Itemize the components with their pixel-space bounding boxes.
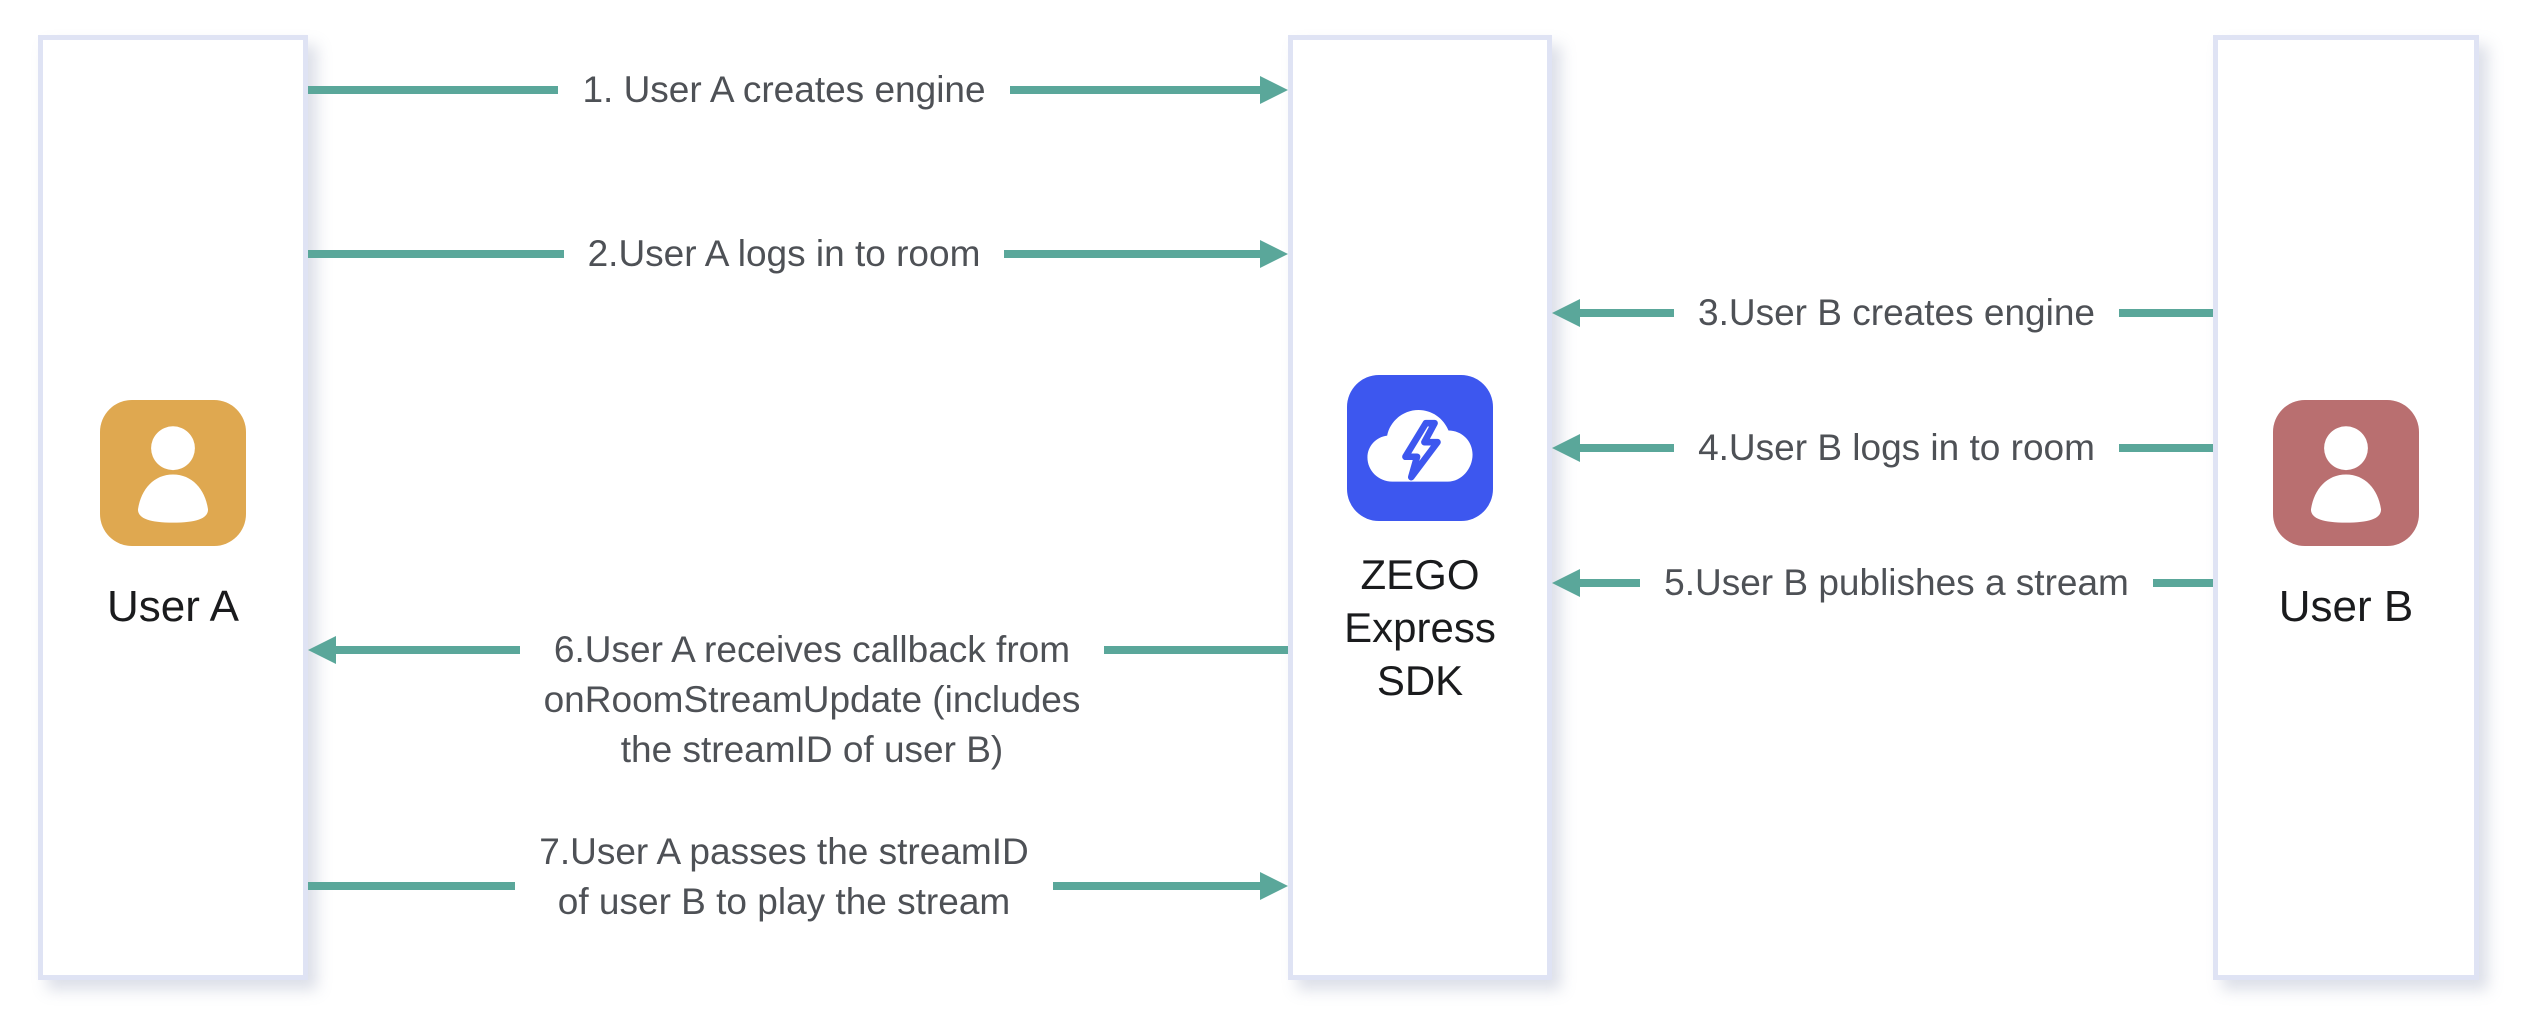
arrow-line [2118, 444, 2214, 452]
arrow-line [1580, 579, 1641, 587]
message-arrow-1: 1. User A creates engine [308, 69, 1289, 110]
arrow-line [308, 882, 516, 890]
message-label-1: 1. User A creates engine [582, 69, 986, 110]
actor-card-sdk: ZEGO Express SDK [1288, 35, 1552, 980]
arrowhead-left-icon [308, 636, 336, 664]
message-arrow-7: 7.User A passes the streamID of user B t… [308, 831, 1288, 922]
actor-label-user-b: User B [2278, 582, 2414, 631]
actor-card-user-a: User A [38, 35, 308, 980]
message-label-6-line-2: onRoomStreamUpdate (includes [543, 679, 1081, 720]
arrow-line [1580, 309, 1675, 317]
message-arrow-3: 3.User B creates engine [1552, 292, 2213, 333]
arrow-line [308, 250, 564, 258]
arrow-line [1009, 86, 1261, 94]
message-label-6-line-3: the streamID of user B) [620, 729, 1004, 770]
arrow-line [2152, 579, 2214, 587]
person-icon-glyph [2310, 426, 2382, 523]
message-label-7-line-2: of user B to play the stream [557, 881, 1011, 922]
arrow-line [1580, 444, 1675, 452]
sdk-label-line-3: SDK [1376, 657, 1464, 704]
message-label-5: 5.User B publishes a stream [1664, 562, 2129, 603]
message-arrow-6: 6.User A receives callback from onRoomSt… [308, 629, 1288, 770]
message-label-3: 3.User B creates engine [1698, 292, 2095, 333]
message-label-7-line-1: 7.User A passes the streamID [539, 831, 1029, 872]
message-arrow-5: 5.User B publishes a stream [1552, 562, 2214, 603]
actor-label-sdk: ZEGO Express SDK [1293, 548, 1547, 707]
arrow-line [1004, 250, 1260, 258]
arrowhead-left-icon [1552, 434, 1580, 462]
message-label-7: 7.User A passes the streamID of user B t… [515, 827, 1052, 927]
arrowhead-right-icon [1260, 872, 1288, 900]
message-label-6-line-1: 6.User A receives callback from [553, 629, 1071, 670]
person-icon [100, 400, 246, 546]
arrowhead-left-icon [1552, 569, 1580, 597]
message-label-4: 4.User B logs in to room [1698, 427, 2095, 468]
actor-label-user-a: User A [106, 582, 240, 631]
arrow-line [1052, 882, 1260, 890]
person-icon-glyph [137, 426, 209, 523]
arrow-line [308, 86, 559, 94]
message-arrow-2: 2.User A logs in to room [308, 233, 1288, 274]
arrowhead-left-icon [1552, 299, 1580, 327]
person-icon [2273, 400, 2419, 546]
sdk-label-line-2: Express [1344, 604, 1496, 651]
sdk-label-line-1: ZEGO [1360, 551, 1480, 598]
arrowhead-right-icon [1260, 240, 1288, 268]
arrow-line [2118, 309, 2213, 317]
cloud-lightning-icon-glyph [1367, 410, 1473, 482]
arrowhead-right-icon [1260, 76, 1289, 104]
actor-card-user-b: User B [2213, 35, 2479, 980]
message-arrow-4: 4.User B logs in to room [1552, 427, 2214, 468]
arrow-line [1104, 646, 1288, 654]
cloud-lightning-icon [1347, 375, 1493, 521]
message-label-6: 6.User A receives callback from onRoomSt… [520, 625, 1105, 775]
message-label-2: 2.User A logs in to room [587, 233, 981, 274]
arrow-line [336, 646, 520, 654]
